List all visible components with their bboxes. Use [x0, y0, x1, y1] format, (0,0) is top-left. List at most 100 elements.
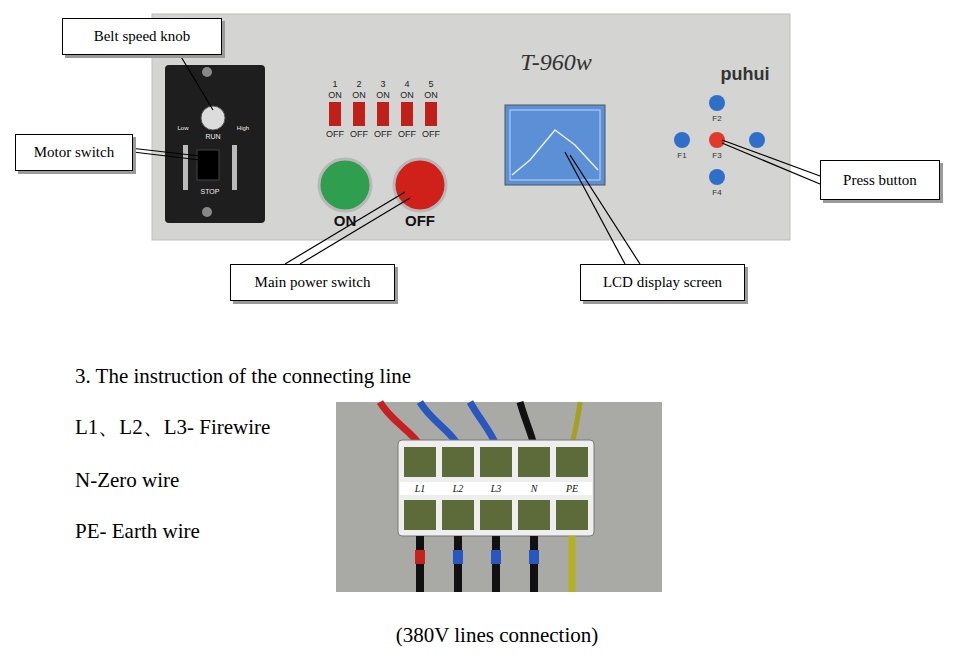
terminal-label: N: [531, 484, 538, 494]
terminal: [556, 500, 588, 530]
callout-text: Main power switch: [255, 274, 371, 291]
screw: [202, 67, 212, 77]
wire-tape: [453, 550, 463, 564]
switch-label: RUN: [205, 133, 220, 140]
button-label: F3: [712, 152, 721, 160]
figure-caption: (380V lines connection): [396, 625, 599, 646]
switch-number: 5: [428, 80, 433, 89]
callout-box: Belt speed knob: [62, 18, 222, 55]
wire-description: PE- Earth wire: [75, 521, 200, 542]
switch-off-label: OFF: [326, 130, 344, 139]
wiring-photo: [336, 402, 662, 592]
lcd-screen: [505, 105, 605, 185]
wire: [420, 402, 458, 445]
slot: [183, 145, 188, 190]
leader-line: [722, 143, 820, 184]
rocker-switch: [329, 102, 341, 126]
motor-control-box: [165, 65, 265, 223]
press-button: [709, 169, 725, 185]
terminal-label: L3: [491, 484, 502, 494]
callout-text: Belt speed knob: [94, 28, 191, 45]
lcd-frame: [510, 110, 600, 180]
switch-label: STOP: [201, 188, 220, 195]
wire-tape: [491, 550, 501, 564]
on-button: [319, 159, 371, 211]
leader-line: [130, 148, 200, 156]
switch-number: 4: [404, 80, 409, 89]
callout-text: Press button: [843, 172, 917, 189]
lcd-curve: [512, 130, 598, 175]
button-label: ON: [334, 213, 357, 228]
leader-line: [300, 198, 410, 264]
wire-description: L1、L2、L3- Firewire: [75, 417, 270, 438]
terminal-label: PE: [566, 484, 578, 494]
rocker-switch: [377, 102, 389, 126]
terminal: [442, 447, 474, 477]
switch-number: 3: [380, 80, 385, 89]
wire: [520, 402, 534, 445]
brand-name: puhui: [721, 65, 770, 83]
button-label: OFF: [405, 213, 435, 228]
callout-text: Motor switch: [34, 144, 114, 161]
terminal: [518, 447, 550, 477]
slot: [232, 145, 237, 190]
terminal: [480, 500, 512, 530]
callout-box: Press button: [820, 160, 940, 200]
terminal-label: L2: [453, 484, 464, 494]
leader-line: [180, 55, 213, 110]
knob-label: High: [237, 125, 249, 131]
rocker-switch: [353, 102, 365, 126]
wire: [416, 536, 424, 592]
wire: [569, 536, 576, 592]
press-button: [749, 132, 765, 148]
terminal: [480, 447, 512, 477]
switch-on-label: ON: [400, 91, 414, 100]
switch-on-label: ON: [376, 91, 390, 100]
wire: [530, 536, 538, 592]
rocker-switch: [401, 102, 413, 126]
callout-box: LCD display screen: [580, 264, 745, 301]
press-button: [709, 95, 725, 111]
leader-line: [285, 192, 405, 264]
switch-number: 1: [332, 80, 337, 89]
press-button: [674, 132, 690, 148]
switch-number: 2: [356, 80, 361, 89]
leader-line: [722, 140, 820, 176]
wire: [492, 536, 500, 592]
knob-label: Low: [177, 125, 188, 131]
screw: [202, 207, 212, 217]
wire-tape: [415, 550, 425, 564]
terminal: [404, 500, 436, 530]
callout-box: Main power switch: [230, 264, 395, 301]
terminal-label: L1: [415, 484, 426, 494]
callout-text: LCD display screen: [603, 274, 722, 291]
terminal: [556, 447, 588, 477]
panel-edge: [152, 14, 790, 240]
panel-photo: [152, 14, 790, 240]
wire: [470, 402, 496, 445]
button-label: F1: [677, 152, 686, 160]
leader-line: [570, 155, 640, 264]
motor-toggle: [197, 150, 219, 180]
terminal: [442, 500, 474, 530]
switch-on-label: ON: [424, 91, 438, 100]
leader-line: [133, 152, 200, 160]
wire: [380, 402, 420, 445]
terminal-block: [398, 440, 594, 536]
wire: [454, 536, 462, 592]
wire: [572, 402, 580, 445]
switch-off-label: OFF: [374, 130, 392, 139]
label-strip: [400, 482, 592, 495]
switch-on-label: ON: [328, 91, 342, 100]
leader-line: [565, 152, 625, 264]
button-label: F4: [712, 189, 721, 197]
switch-on-label: ON: [352, 91, 366, 100]
switch-off-label: OFF: [398, 130, 416, 139]
terminal: [404, 447, 436, 477]
switch-off-label: OFF: [350, 130, 368, 139]
wire-tape: [529, 550, 539, 564]
terminal: [518, 500, 550, 530]
section-heading: 3. The instruction of the connecting lin…: [75, 366, 411, 387]
